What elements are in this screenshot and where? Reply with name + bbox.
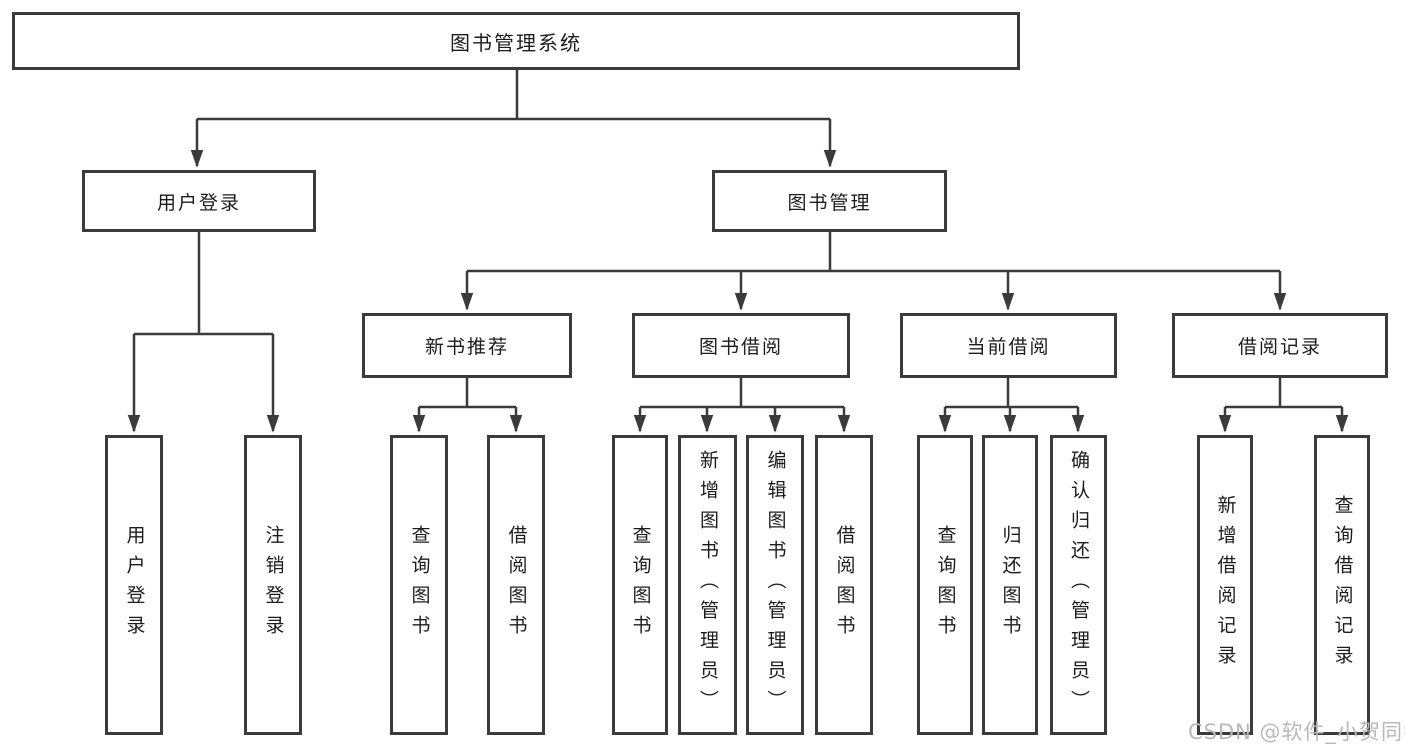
leaf-query-books-current: 查询图书	[917, 435, 973, 735]
leaf-borrow-books-recommend: 借阅图书	[487, 435, 545, 735]
leaf-add-borrow-record: 新增借阅记录	[1197, 435, 1253, 735]
leaf-logout: 注销登录	[244, 435, 302, 735]
node-user-login: 用户登录	[82, 170, 316, 232]
leaf-user-login: 用户登录	[105, 435, 163, 735]
node-book-management: 图书管理	[712, 170, 947, 232]
leaf-return-books: 归还图书	[982, 435, 1038, 735]
leaf-borrow-books: 借阅图书	[815, 435, 873, 735]
watermark: CSDN @软件_小贺同学	[1188, 720, 1405, 744]
leaf-query-books-borrow: 查询图书	[612, 435, 668, 735]
node-new-book-recommendation: 新书推荐	[362, 313, 572, 378]
node-borrowing-records: 借阅记录	[1172, 313, 1388, 378]
node-book-borrowing: 图书借阅	[632, 313, 850, 378]
leaf-edit-books-admin: 编辑图书（管理员）	[746, 435, 804, 735]
node-library-management-system: 图书管理系统	[12, 12, 1020, 70]
leaf-query-books-recommend: 查询图书	[390, 435, 448, 735]
node-current-borrowing: 当前借阅	[900, 313, 1117, 378]
leaf-confirm-return-admin: 确认归还（管理员）	[1050, 435, 1107, 735]
leaf-query-borrow-record: 查询借阅记录	[1314, 435, 1370, 735]
leaf-add-books-admin: 新增图书（管理员）	[678, 435, 737, 735]
